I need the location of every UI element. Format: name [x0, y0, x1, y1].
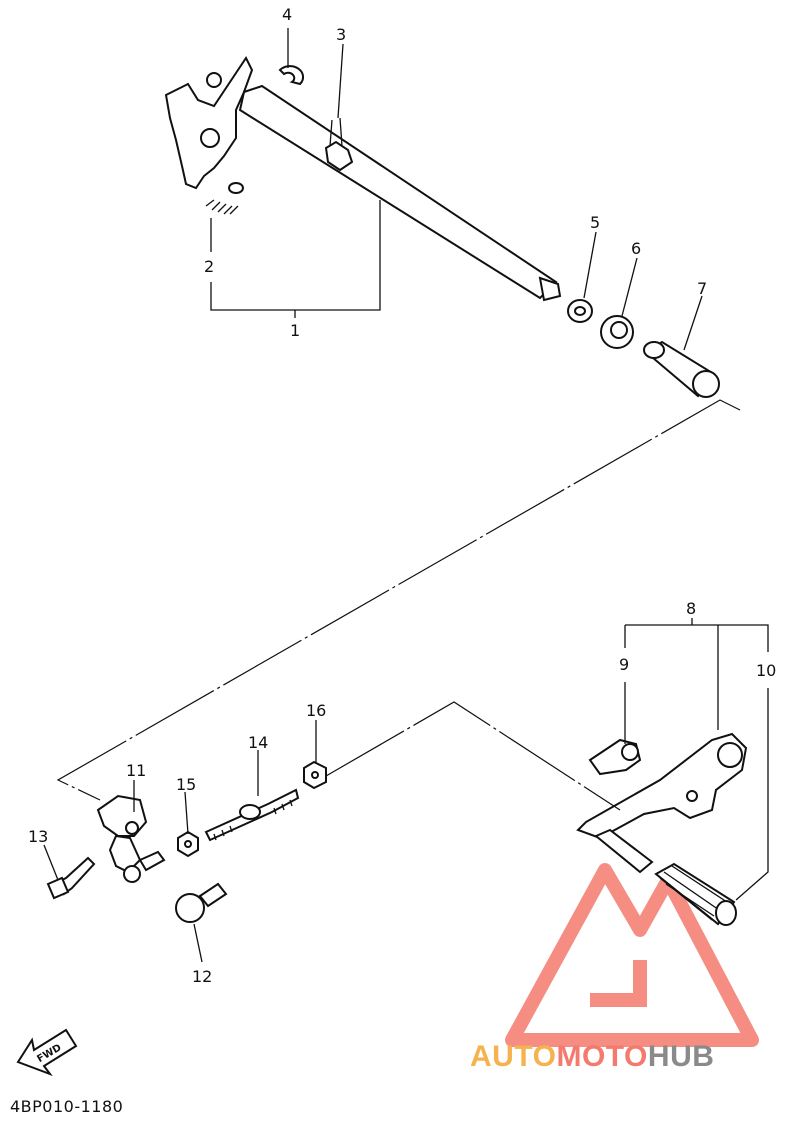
- callout-2: 2: [204, 257, 214, 276]
- callout-6: 6: [631, 239, 641, 258]
- diagram-code: 4BP010-1180: [10, 1097, 124, 1116]
- callout-15: 15: [176, 775, 196, 794]
- washer: [567, 299, 593, 323]
- pedal-shaft: [594, 828, 654, 874]
- lever-hole: [200, 128, 220, 148]
- shift-rod: [204, 788, 300, 842]
- callout-5: 5: [590, 213, 600, 232]
- bolt: [46, 856, 96, 900]
- nut: [177, 830, 199, 858]
- rod-end: [588, 738, 642, 776]
- shift-lever-plate: [164, 56, 254, 190]
- brand-moto: MOTO: [556, 1040, 648, 1073]
- shift-pedal-arm: [576, 732, 748, 840]
- callout-10: 10: [756, 661, 776, 680]
- torsion-spring: [324, 140, 354, 172]
- oil-seal: [600, 315, 634, 349]
- callout-7: 7: [697, 279, 707, 298]
- callout-9: 9: [619, 655, 629, 674]
- lever-pin: [206, 72, 222, 88]
- brand-auto: AUTO: [470, 1040, 557, 1073]
- callout-4: 4: [282, 5, 292, 24]
- shift-shaft: [238, 84, 558, 300]
- callout-12: 12: [192, 967, 212, 986]
- shift-arm: [96, 794, 166, 883]
- watermark-brand: AUTOMOTOHUB: [470, 1040, 714, 1074]
- callout-11: 11: [126, 761, 146, 780]
- collar: [643, 340, 720, 398]
- return-spring: [205, 182, 244, 215]
- pedal-rubber: [654, 862, 737, 926]
- callout-13: 13: [28, 827, 48, 846]
- shift-pedal-assembly: [576, 732, 748, 926]
- pedal-pivot: [717, 742, 743, 768]
- shaft-end: [538, 276, 562, 302]
- callout-8: 8: [686, 599, 696, 618]
- callout-16: 16: [306, 701, 326, 720]
- circlip: [278, 65, 305, 86]
- nut-left-thread: [303, 760, 327, 790]
- brand-hub: HUB: [647, 1040, 715, 1073]
- callout-14: 14: [248, 733, 268, 752]
- fwd-arrow-icon: FWD: [16, 1028, 78, 1077]
- callout-1: 1: [290, 321, 300, 340]
- ball-joint: [175, 882, 228, 923]
- watermark-logo-icon: [505, 863, 759, 1047]
- shift-shaft-assembly: [164, 56, 562, 302]
- callout-3: 3: [336, 25, 346, 44]
